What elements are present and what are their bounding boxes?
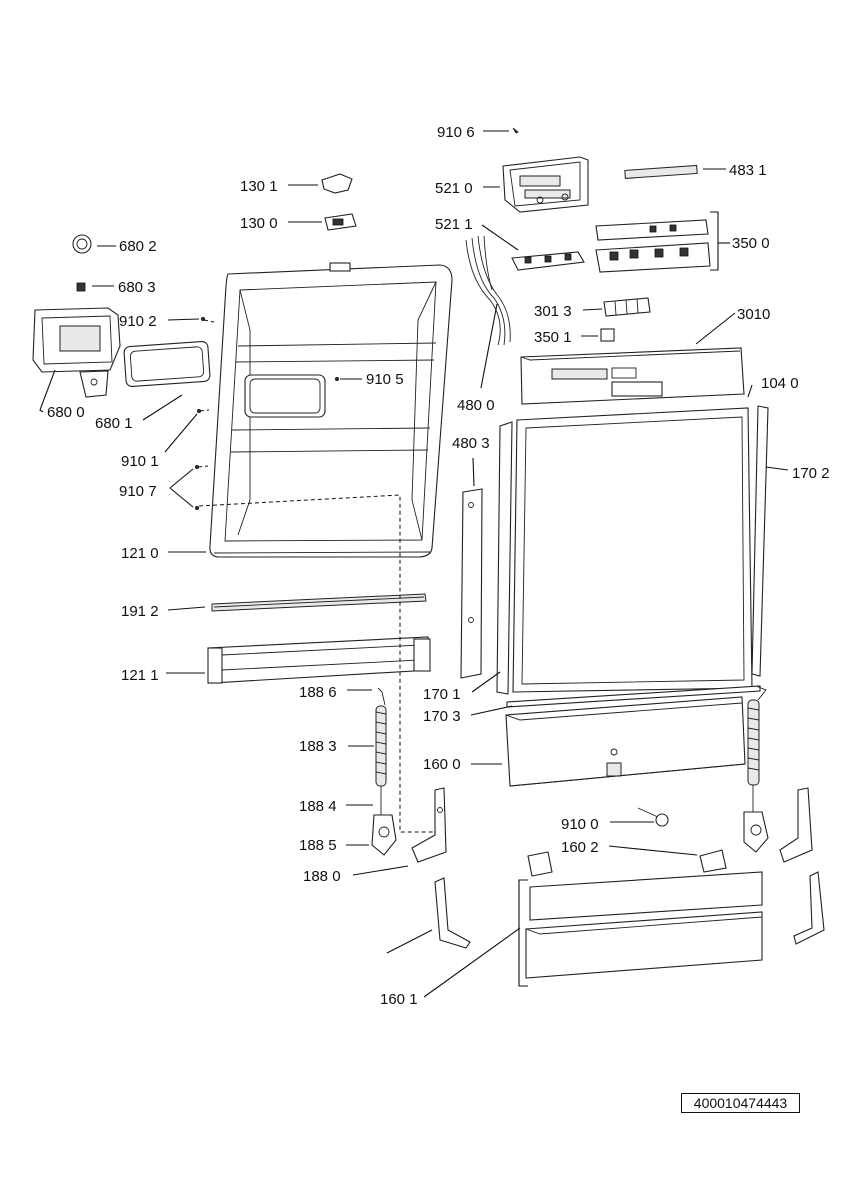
part-680-0-dispenser — [32, 307, 121, 398]
part-170-1-left-side-strip — [496, 421, 513, 695]
label-680-1: 680 1 — [95, 415, 133, 432]
label-910-5: 910 5 — [366, 371, 404, 388]
part-480-3-insulation — [460, 488, 483, 679]
part-104-0-outer-door — [512, 407, 753, 693]
part-350-0-electronic-boards — [595, 219, 711, 273]
label-480-0: 480 0 — [457, 397, 495, 414]
label-3010: 3010 — [737, 306, 770, 323]
label-350-1: 350 1 — [534, 329, 572, 346]
part-160-0-bottom-plate — [505, 696, 746, 787]
label-130-1: 130 1 — [240, 178, 278, 195]
part-680-3-cap — [76, 282, 86, 292]
label-188-4: 188 4 — [299, 798, 337, 815]
part-160-1-kick-plates — [525, 871, 763, 979]
label-910-1: 910 1 — [121, 453, 159, 470]
part-188-5-hinge-left — [371, 814, 397, 856]
label-910-0: 910 0 — [561, 816, 599, 833]
part-521-1-control-board — [511, 251, 585, 271]
label-160-1: 160 1 — [380, 991, 418, 1008]
label-188-6: 188 6 — [299, 684, 337, 701]
label-910-6: 910 6 — [437, 124, 475, 141]
part-680-1-gasket — [123, 340, 211, 388]
label-191-2: 191 2 — [121, 603, 159, 620]
label-160-2: 160 2 — [561, 839, 599, 856]
part-910-0-screw-knob — [637, 807, 669, 827]
label-130-0: 130 0 — [240, 215, 278, 232]
leader-lines — [39, 130, 789, 998]
label-170-1: 170 1 — [423, 686, 461, 703]
part-680-2-ring-seal — [72, 234, 92, 254]
part-188-4-hinge-bracket-left — [411, 787, 447, 863]
part-170-3-bottom-strip — [506, 685, 761, 708]
label-160-0: 160 0 — [423, 756, 461, 773]
label-188-5: 188 5 — [299, 837, 337, 854]
label-170-3: 170 3 — [423, 708, 461, 725]
part-160-2-brackets — [527, 849, 727, 877]
part-121-1-base-strip — [207, 636, 431, 684]
part-hinge-bracket-right — [779, 787, 813, 863]
part-301-3-button-block — [603, 297, 651, 317]
part-910-6-screw — [512, 127, 519, 134]
part-480-0-wire-harness — [465, 235, 511, 346]
label-170-2: 170 2 — [792, 465, 830, 482]
part-170-2-right-side-strip — [751, 405, 769, 677]
part-191-2-seal-strip — [211, 593, 427, 612]
label-910-7: 910 7 — [119, 483, 157, 500]
part-483-1-cable — [624, 164, 698, 179]
part-side-bracket-right — [793, 871, 825, 945]
part-160-1-side-bracket-left — [434, 877, 471, 949]
part-labels: 910 6 130 1 521 0 483 1 130 0 521 1 350 … — [47, 124, 830, 1008]
label-483-1: 483 1 — [729, 162, 767, 179]
label-121-1: 121 1 — [121, 667, 159, 684]
part-3010-control-panel — [520, 347, 745, 405]
part-spring-right — [743, 685, 769, 853]
label-188-3: 188 3 — [299, 738, 337, 755]
label-910-2: 910 2 — [119, 313, 157, 330]
label-104-0: 104 0 — [761, 375, 799, 392]
label-480-3: 480 3 — [452, 435, 490, 452]
label-350-0: 350 0 — [732, 235, 770, 252]
part-521-0-control-housing — [502, 156, 589, 213]
label-521-1: 521 1 — [435, 216, 473, 233]
label-121-0: 121 0 — [121, 545, 159, 562]
inner-door-panel — [209, 262, 453, 558]
label-521-0: 521 0 — [435, 180, 473, 197]
label-680-2: 680 2 — [119, 238, 157, 255]
dashed-guides — [197, 319, 436, 833]
label-301-3: 301 3 — [534, 303, 572, 320]
document-number: 400010474443 — [681, 1093, 800, 1113]
part-188-3-spring-left — [375, 687, 387, 815]
label-680-3: 680 3 — [118, 279, 156, 296]
part-350-1-small-board — [600, 328, 615, 342]
part-130-0-clip — [324, 213, 357, 231]
part-130-1-hinge-clip — [321, 173, 353, 194]
label-188-0: 188 0 — [303, 868, 341, 885]
label-680-0: 680 0 — [47, 404, 85, 421]
